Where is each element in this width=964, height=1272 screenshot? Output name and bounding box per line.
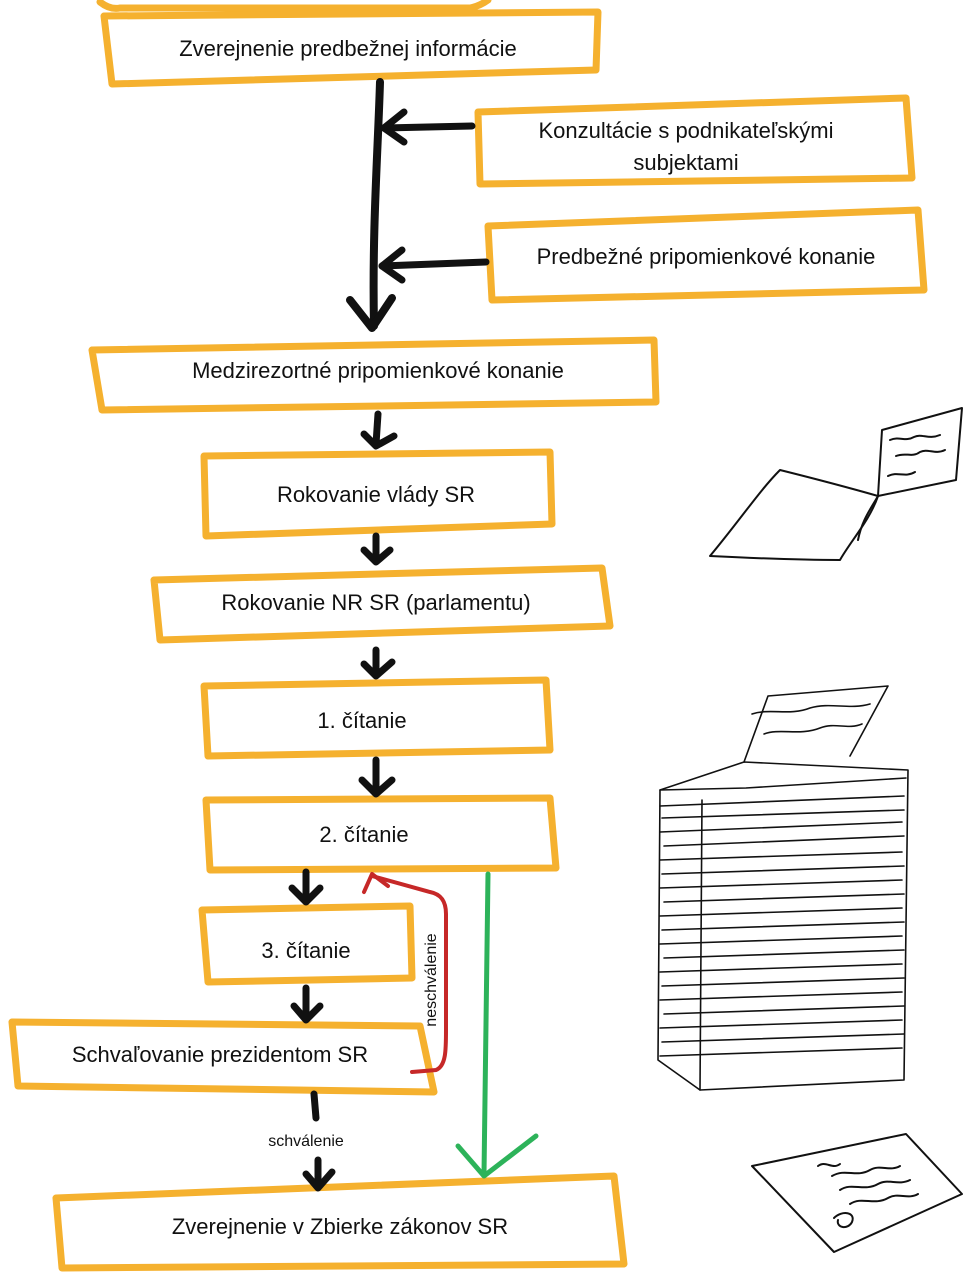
box-medzirezortne: Medzirezortné pripomienkové konanie [88, 336, 660, 414]
arrow-citanie1-to-citanie2 [358, 756, 396, 798]
predbezna-informacia-label: Zverejnenie predbežnej informácie [179, 36, 517, 61]
box-predbezne-pripomienkove: Predbežné pripomienkové konanie [484, 206, 928, 304]
rokovanie-vlady-label: Rokovanie vlády SR [277, 482, 475, 507]
arrow-predbezne-to-trunk [378, 258, 490, 270]
arrow-trunk-to-medzirezortne [369, 78, 384, 330]
konzultacie-label-line1: Konzultácie s podnikateľskými [538, 118, 833, 143]
medzirezortne-label: Medzirezortné pripomienkové konanie [192, 358, 564, 383]
box-predbezna-informacia: Zverejnenie predbežnej informácie [100, 8, 602, 88]
arrow-citanie3-to-schvalovanie [290, 984, 324, 1024]
rejection-label: neschválenie [423, 933, 440, 1027]
konzultacie-label-line2: subjektami [633, 150, 738, 175]
arrow-schvalovanie-to-zbierka [302, 1090, 336, 1192]
paper-stack-sketch [657, 685, 909, 1091]
schvalovanie-prezidentom-label: Schvaľovanie prezidentom SR [72, 1042, 368, 1067]
box-zbierka-zakonov: Zverejnenie v Zbierke zákonov SR [52, 1172, 628, 1272]
arrow-rejection-loop [370, 874, 448, 1074]
arrow-predbezne-head [378, 246, 406, 284]
rokovanie-nr-label: Rokovanie NR SR (parlamentu) [221, 590, 530, 615]
arrow-vlada-to-nr [360, 532, 394, 566]
citanie-3-label: 3. čítanie [261, 938, 350, 963]
predbezne-pripomienkove-label: Predbežné pripomienkové konanie [537, 244, 876, 269]
box-schvalovanie-prezidentom: Schvaľovanie prezidentom SR [8, 1018, 438, 1096]
box-citanie-1: 1. čítanie [200, 676, 554, 760]
arrow-citanie2-to-citanie3 [288, 868, 324, 906]
arrow-konzultacie-head [380, 108, 408, 146]
box-citanie-2: 2. čítanie [202, 794, 560, 874]
box-rokovanie-nr: Rokovanie NR SR (parlamentu) [150, 564, 614, 644]
arrow-nr-to-citanie1 [360, 646, 396, 680]
arrow-direct-approval-head [455, 1133, 539, 1179]
document-sheet-sketch [709, 407, 963, 561]
box-rokovanie-vlady: Rokovanie vlády SR [200, 448, 556, 540]
arrow-konzultacie-to-trunk [380, 122, 476, 132]
approval-label: schválenie [268, 1133, 344, 1150]
arrow-rejection-head [362, 872, 390, 894]
citanie-2-label: 2. čítanie [319, 822, 408, 847]
zbierka-zakonov-label: Zverejnenie v Zbierke zákonov SR [172, 1214, 508, 1239]
top-partial-box-edge [96, 0, 492, 12]
arrow-trunk-head [346, 294, 396, 332]
citanie-1-label: 1. čítanie [317, 708, 406, 733]
arrow-direct-approval [481, 871, 491, 1177]
box-citanie-3: 3. čítanie [198, 902, 416, 986]
arrow-medzirezortne-to-vlada [360, 410, 398, 450]
box-konzultacie: Konzultácie s podnikateľskými subjektami [474, 94, 916, 188]
signed-paper-sketch [751, 1133, 963, 1253]
